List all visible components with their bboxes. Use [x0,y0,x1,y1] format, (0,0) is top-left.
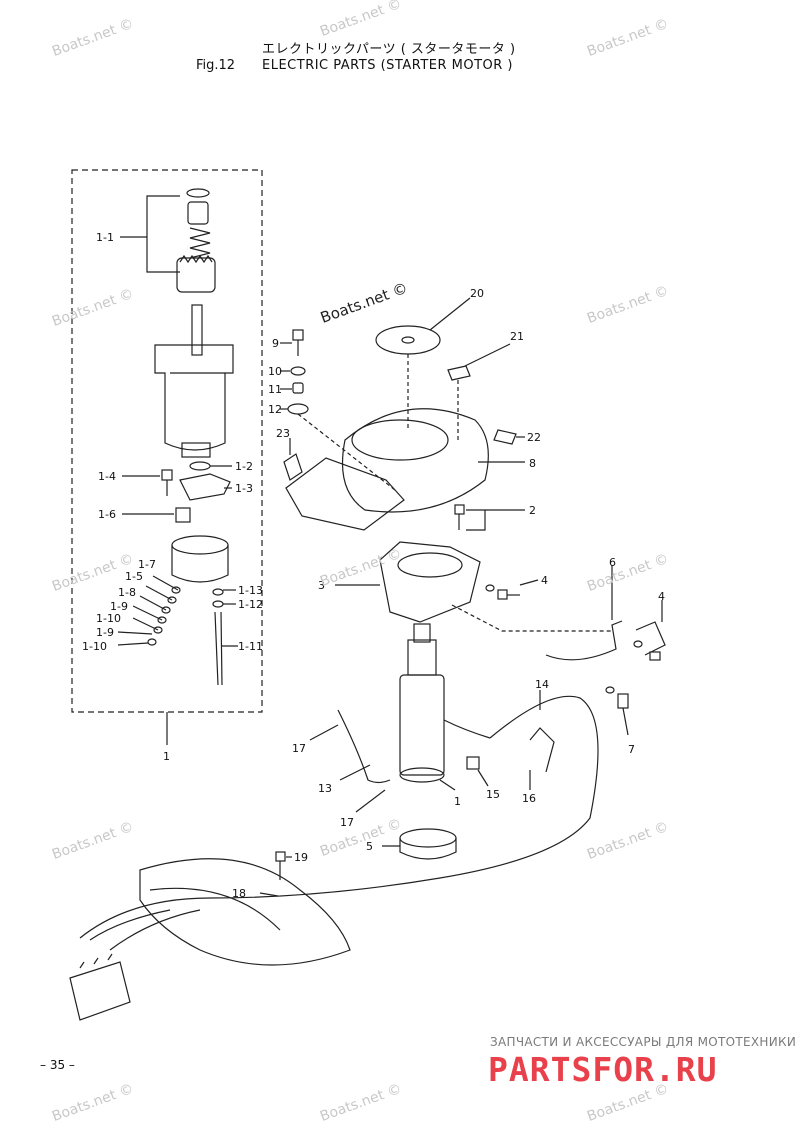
callout-label: 14 [535,678,549,691]
callout-label: 1-13 [238,584,263,597]
callout-label: 1-2 [235,460,253,473]
callout-label: 4 [658,590,665,603]
bracket-plate [285,457,405,531]
callout-label: 1-5 [125,570,143,583]
callout-label: 9 [272,337,279,350]
callout-label: 2 [529,504,536,517]
callout-label: 1-10 [96,612,121,625]
callout-label: 15 [486,788,500,801]
brand-logo: PARTSFOR.RU [488,1050,718,1089]
callout-label: 21 [510,330,524,343]
flywheel-cover [341,408,489,513]
brand-tagline: ЗАПЧАСТИ И АКСЕССУАРЫ ДЛЯ МОТОТЕХНИКИ [490,1035,797,1049]
callout-label: 11 [268,383,282,396]
figure-title: ELECTRIC PARTS (STARTER MOTOR ) [262,58,513,73]
figure-number: Fig.12 [196,58,236,73]
callout-label: 12 [268,403,282,416]
figure-title-japanese: エレクトリックパーツ ( スタータモータ ) [262,42,516,57]
callout-label: 22 [527,431,541,444]
callout-label: 23 [276,427,290,440]
armature-shaft [191,304,203,356]
callout-label: 17 [340,816,354,829]
bracket-1-1 [146,195,180,273]
callout-label: 6 [609,556,616,569]
battery-cable [79,695,599,939]
callout-label: 16 [522,792,536,805]
battery [69,961,131,1021]
clip-ring [186,188,210,198]
starter-motor [399,674,445,776]
starter-band [545,620,623,661]
callout-label: 1-3 [235,482,253,495]
lower-cowling [139,858,351,966]
callout-label: 1-7 [138,558,156,571]
spring [189,227,211,259]
callout-label: 1-12 [238,598,263,611]
callout-label: 3 [318,579,325,592]
callout-label: 1 [454,795,461,808]
callout-label: 1-10 [82,640,107,653]
callout-label: 19 [294,851,308,864]
callout-labels: 1-1 1-2 1-3 1-4 1-5 1-6 1-7 1-8 1-9 1-9 … [82,231,665,900]
callout-label: 4 [541,574,548,587]
page-number: – 35 – [40,1058,75,1072]
callout-label: 17 [292,742,306,755]
pinion [176,257,216,293]
callout-label: 13 [318,782,332,795]
collar [187,201,209,225]
callout-label: 8 [529,457,536,470]
callout-label: 5 [366,840,373,853]
callout-label: 20 [470,287,484,300]
callout-label: 1-4 [98,470,116,483]
callout-label: 7 [628,743,635,756]
callout-label: 18 [232,887,246,900]
callout-label: 1-9 [96,626,114,639]
callout-label: 1 [163,750,170,763]
assembly-1-box [71,169,263,713]
callout-label: 1-9 [110,600,128,613]
callout-label: 1-11 [238,640,263,653]
motor-housing [154,344,234,451]
callout-label: 1-6 [98,508,116,521]
callout-label: 1-8 [118,586,136,599]
callout-label: 10 [268,365,282,378]
starter-bracket [379,541,481,623]
callout-label: 1-1 [96,231,114,244]
